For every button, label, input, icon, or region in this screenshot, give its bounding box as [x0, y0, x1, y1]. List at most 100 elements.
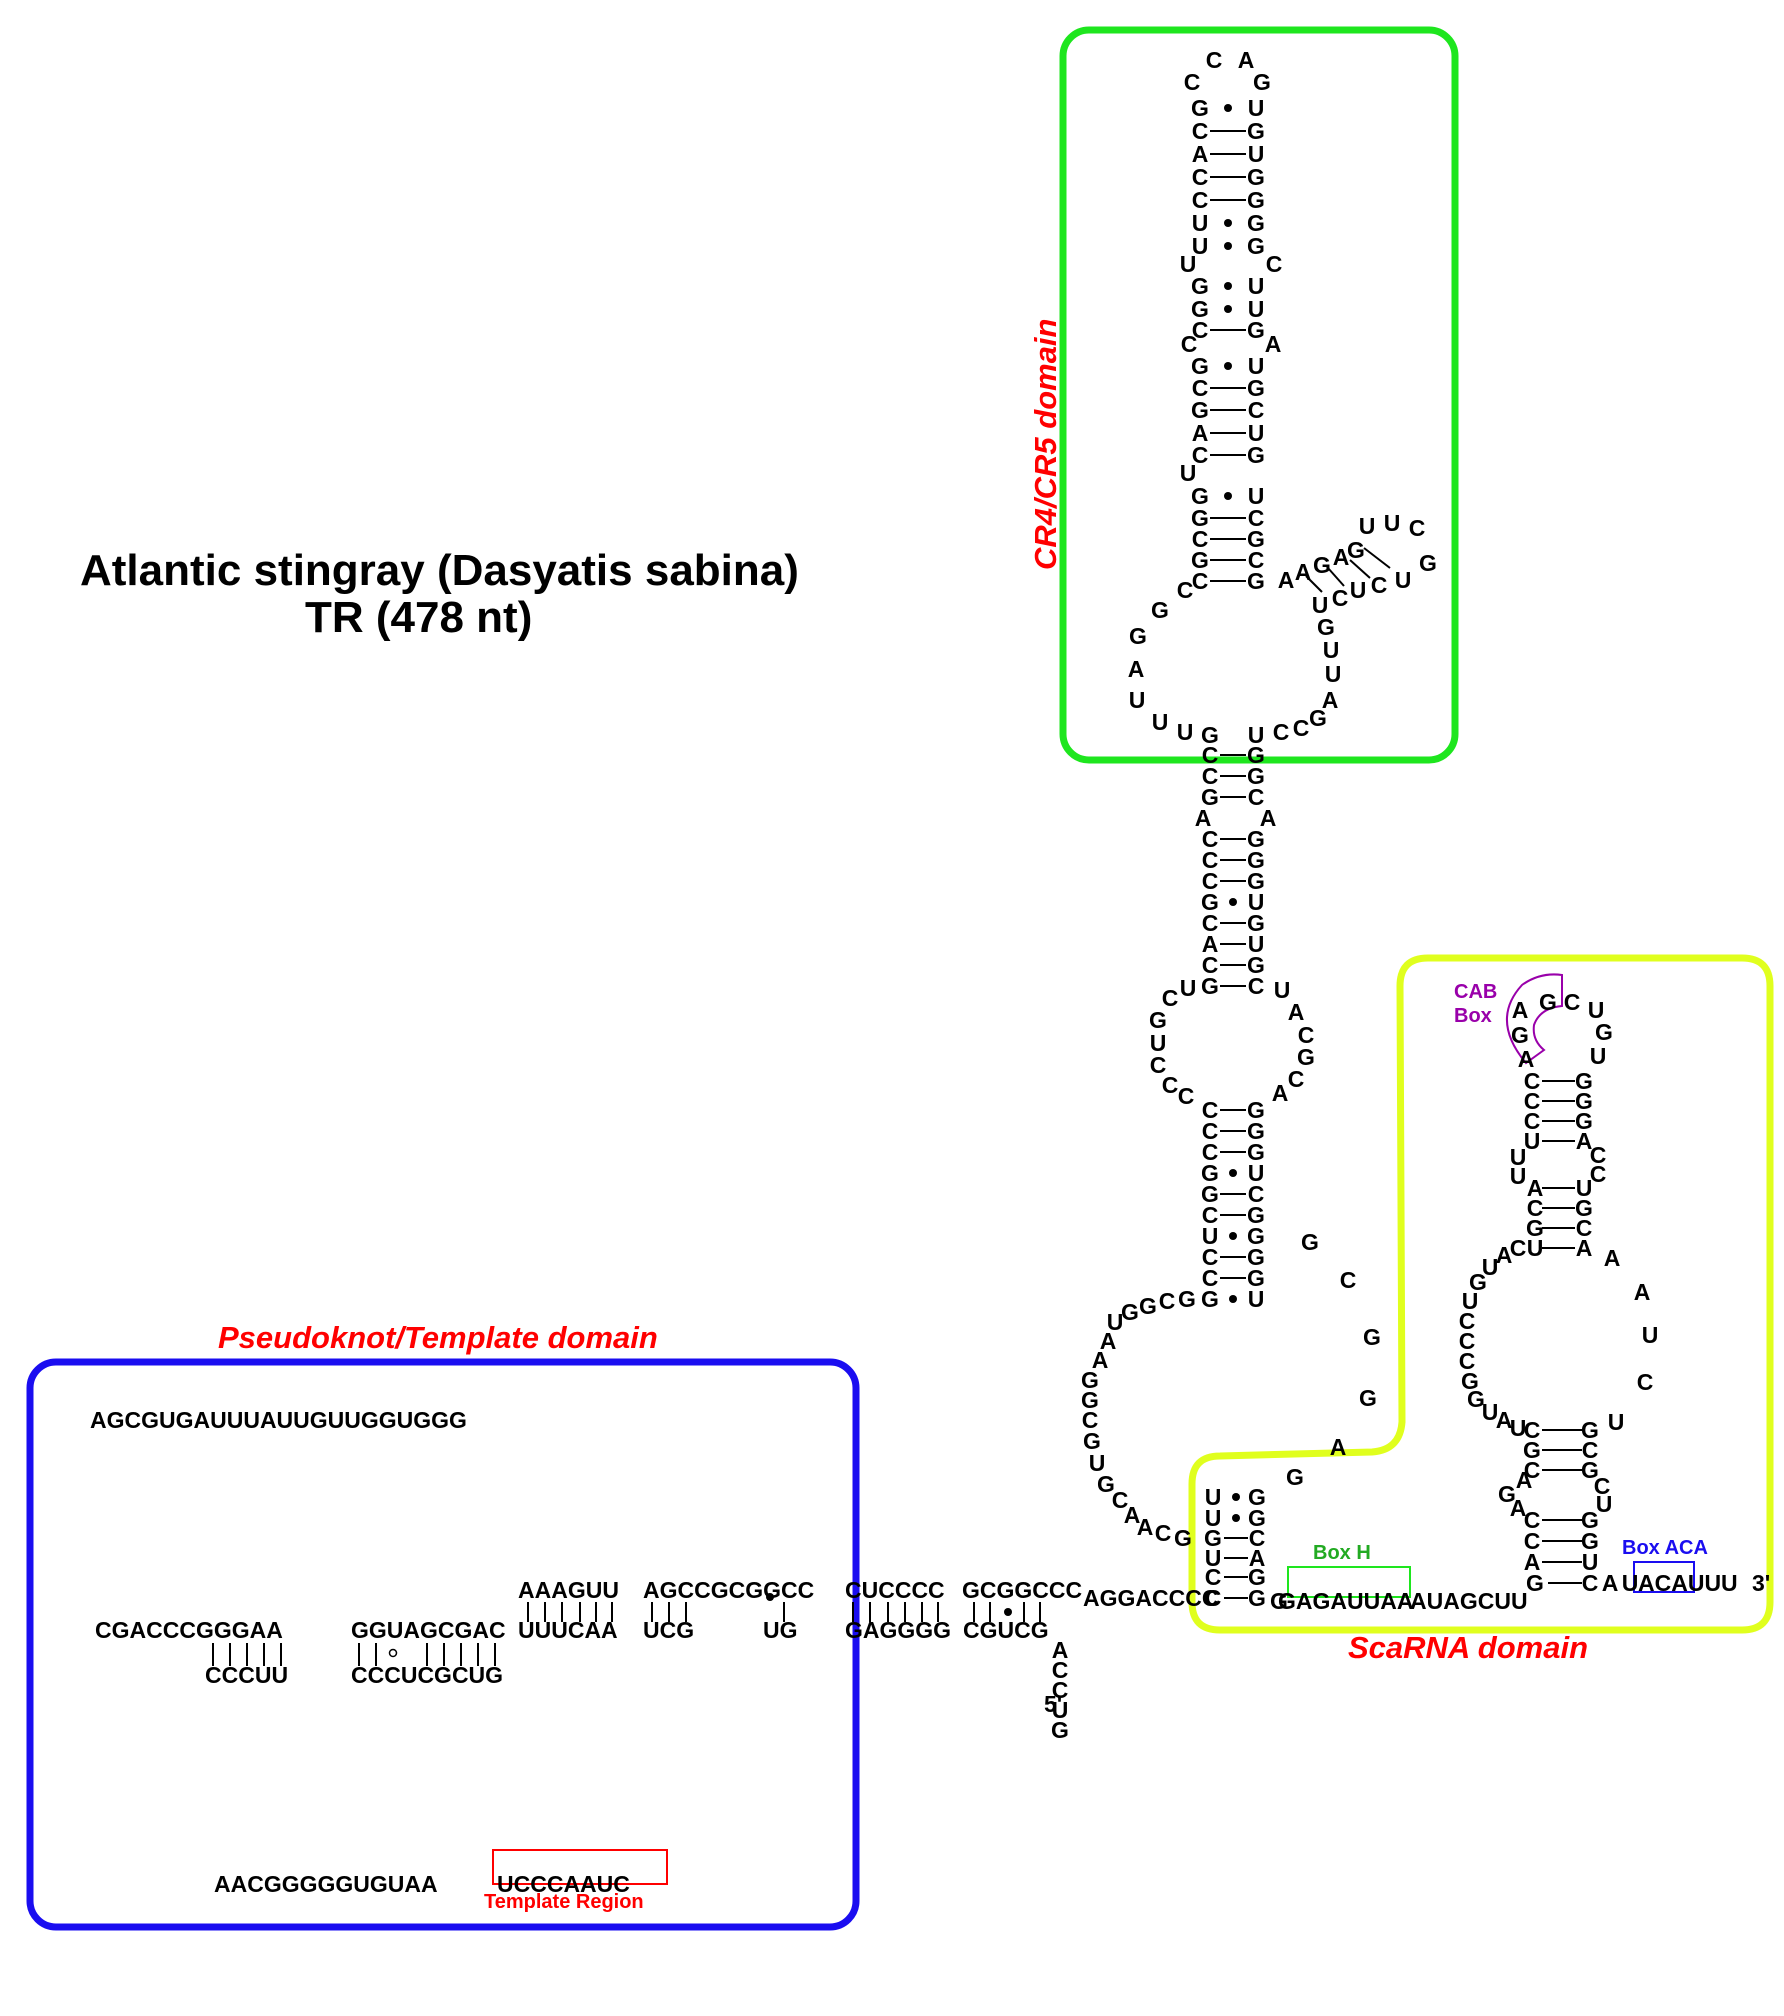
nucleotide: U: [1248, 1160, 1265, 1186]
sequence-run: AGCCGCGGCC: [643, 1577, 814, 1603]
pseudoknot-domain-label: Pseudoknot/Template domain: [218, 1320, 658, 1355]
sequence-run: CCCUU: [205, 1662, 288, 1688]
nucleotide: C: [1192, 317, 1209, 343]
box-aca-label: Box ACA: [1622, 1537, 1708, 1559]
nucleotide: G: [1581, 1528, 1599, 1554]
sequence-run: GCGGCCC: [962, 1577, 1082, 1603]
title-line-1: Atlantic stingray (Dasyatis sabina): [80, 546, 799, 595]
five-prime-tail-nucleotide: U: [1052, 1697, 1069, 1723]
nucleotide: U: [1180, 460, 1197, 486]
nucleotide: U: [1202, 1223, 1219, 1249]
nucleotide: C: [1248, 547, 1265, 573]
nucleotide: U: [1482, 1399, 1499, 1425]
nucleotide: C: [1082, 1407, 1099, 1433]
nucleotide: C: [1524, 1068, 1541, 1094]
base-pair-bond: [1363, 547, 1391, 569]
nucleotide: C: [1192, 568, 1209, 594]
nucleotide: U: [1129, 687, 1146, 713]
nucleotide: G: [1191, 505, 1209, 531]
nucleotide: U: [1462, 1288, 1479, 1314]
nucleotide: G: [1247, 568, 1265, 594]
sequence-run: AACGGGGGUGUAA: [214, 1871, 438, 1897]
nucleotide: G: [1248, 1585, 1266, 1611]
nucleotide: G: [1309, 705, 1327, 731]
nucleotide: G: [1247, 1118, 1265, 1144]
wobble-pair-dot: [1232, 1493, 1240, 1501]
nucleotide: U: [1608, 1409, 1625, 1435]
nucleotide: U: [1325, 661, 1342, 687]
nucleotide: G: [1247, 526, 1265, 552]
sequence-run: AGGACCCC: [1083, 1585, 1218, 1611]
nucleotide: C: [1594, 1473, 1611, 1499]
box-h-frame: [1287, 1566, 1411, 1598]
nucleotide: G: [1347, 537, 1365, 563]
nucleotide: C: [1459, 1348, 1476, 1374]
nucleotide: C: [1409, 515, 1426, 541]
nucleotide: C: [1524, 1528, 1541, 1554]
nucleotide: G: [1297, 1044, 1315, 1070]
nucleotide: G: [1270, 1588, 1288, 1614]
template-region-box: [492, 1849, 668, 1885]
nucleotide: G: [1419, 550, 1437, 576]
sequence-run: CCCUCGCUG: [351, 1662, 503, 1688]
nucleotide: C: [1202, 763, 1219, 789]
nucleotide: G: [1097, 1471, 1115, 1497]
nucleotide: C: [1248, 784, 1265, 810]
nucleotide: A: [1128, 656, 1145, 682]
sequence-run: AGCGUGAUUUAUUGUUGGUGGG: [90, 1407, 467, 1433]
nucleotide: C: [1184, 69, 1201, 95]
wobble-pair-dot: [1232, 1514, 1240, 1522]
nucleotide: C: [1266, 251, 1283, 277]
pseudoknot-domain-box: [26, 1358, 860, 1931]
nucleotide: C: [1155, 1520, 1172, 1546]
nucleotide: G: [1247, 233, 1265, 259]
nucleotide: A: [1202, 931, 1219, 957]
nucleotide: U: [1248, 420, 1265, 446]
nucleotide: G: [1248, 1505, 1266, 1531]
nucleotide: U: [1248, 141, 1265, 167]
nucleotide: U: [1622, 1570, 1639, 1596]
nucleotide: U: [1248, 483, 1265, 509]
cab-box-label-line1: CAB: [1454, 981, 1497, 1003]
nucleotide: U: [1359, 513, 1376, 539]
nucleotide: A: [1496, 1242, 1513, 1268]
nucleotide: C: [1590, 1161, 1607, 1187]
nucleotide: G: [1178, 1286, 1196, 1312]
nucleotide: C: [1273, 719, 1290, 745]
nucleotide: U: [1248, 889, 1265, 915]
sequence-run: GGUAGCGAC: [351, 1617, 506, 1643]
nucleotide: G: [1247, 1244, 1265, 1270]
nucleotide: C: [1192, 442, 1209, 468]
nucleotide: G: [1575, 1068, 1593, 1094]
nucleotide: G: [1247, 742, 1265, 768]
nucleotide: A: [1516, 1467, 1533, 1493]
nucleotide: G: [1247, 826, 1265, 852]
nucleotide: G: [1301, 1229, 1319, 1255]
nucleotide: C: [1582, 1437, 1599, 1463]
nucleotide: C: [1288, 1066, 1305, 1092]
nucleotide: C: [1524, 1108, 1541, 1134]
nucleotide: U: [1323, 637, 1340, 663]
nucleotide: U: [1248, 273, 1265, 299]
nucleotide: A: [1192, 420, 1209, 446]
wobble-pair-dot: [1229, 1169, 1237, 1177]
nucleotide: U: [1180, 251, 1197, 277]
nucleotide: U: [1150, 1030, 1167, 1056]
nucleotide: C: [1205, 1564, 1222, 1590]
nucleotide: A: [1124, 1502, 1141, 1528]
wobble-pair-dot: [1224, 282, 1232, 290]
base-pair-bond: [1349, 559, 1371, 579]
nucleotide: A: [1249, 1545, 1266, 1571]
wobble-pair-dot: [1224, 219, 1232, 227]
nucleotide: G: [1191, 296, 1209, 322]
nucleotide: G: [1201, 784, 1219, 810]
nucleotide: U: [1576, 1175, 1593, 1201]
nucleotide: A: [1510, 1495, 1527, 1521]
nucleotide: U: [1248, 931, 1265, 957]
nucleotide: A: [1272, 1080, 1289, 1106]
nucleotide: C: [1177, 577, 1194, 603]
nucleotide: C: [1202, 1139, 1219, 1165]
nucleotide: G: [1581, 1417, 1599, 1443]
wobble-pair-dot: [1224, 492, 1232, 500]
